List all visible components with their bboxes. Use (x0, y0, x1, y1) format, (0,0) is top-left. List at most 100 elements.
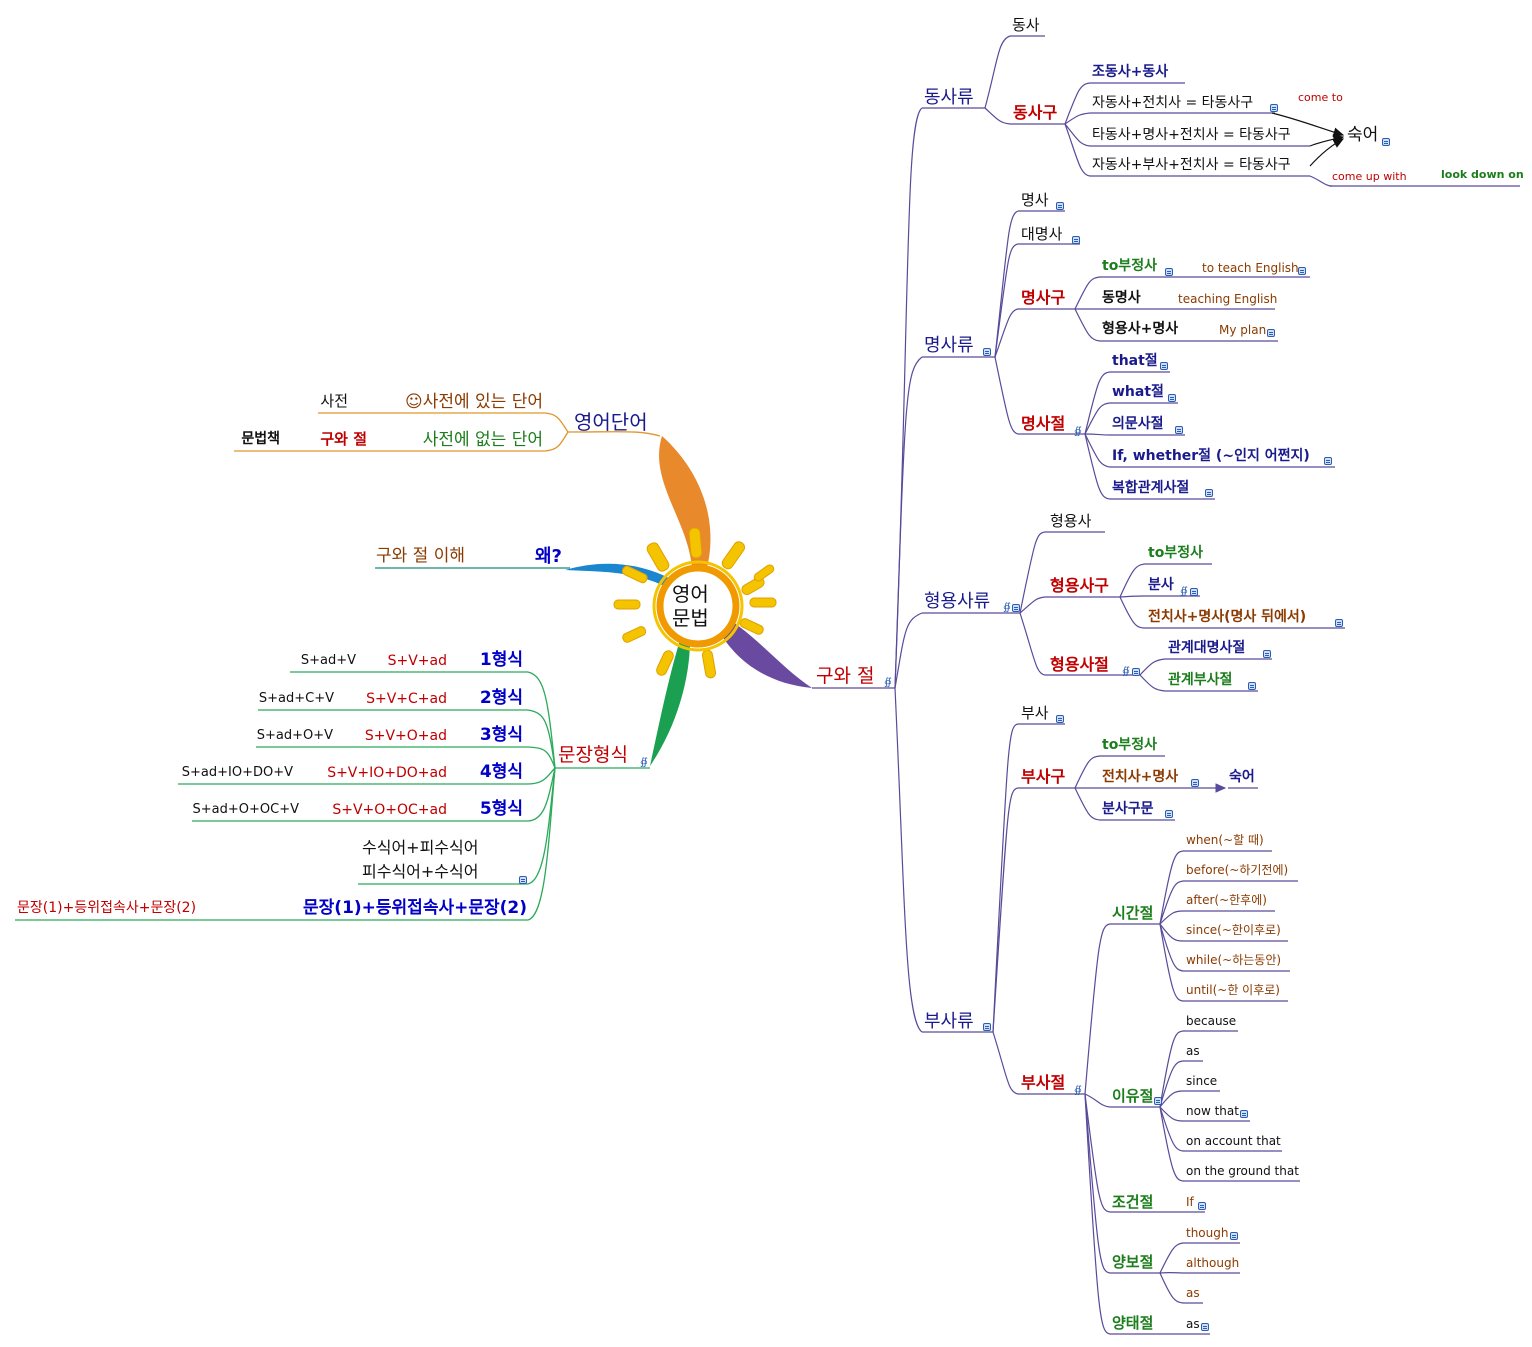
verb-phrase-item-1[interactable]: 조동사+동사 (1092, 64, 1169, 80)
reason-clause-node[interactable]: 이유절 (1112, 1087, 1154, 1105)
adj-clause-item2-note-icon[interactable] (1248, 682, 1256, 690)
adj-clause-note-icon[interactable] (1132, 668, 1140, 676)
adv-phrase-item-2[interactable]: 전치사+명사 (1102, 769, 1179, 785)
modifier-note-icon[interactable] (519, 876, 527, 884)
adv-phrase-item3-note-icon[interactable] (1165, 810, 1173, 818)
verb-phrase-item-2[interactable]: 자동사+전치사 = 타동사구 (1092, 95, 1254, 111)
time-item-3[interactable]: after(~한후에) (1186, 893, 1267, 907)
noun-phrase-item-1[interactable]: to부정사 (1102, 258, 1157, 274)
in-dict-node[interactable]: ☺사전에 있는 단어 (404, 392, 543, 412)
why-node[interactable]: 왜? (534, 546, 562, 567)
noun-clause-node[interactable]: 명사절 (1021, 414, 1066, 433)
adj-clause-item-1[interactable]: 관계대명사절 (1168, 640, 1246, 656)
adj-phrase-item-3[interactable]: 전치사+명사(명사 뒤에서) (1148, 609, 1307, 625)
concession-item1-note-icon[interactable] (1230, 1232, 1238, 1240)
forms-link-icon[interactable]: ∯ (640, 757, 648, 768)
manner-item1-note-icon[interactable] (1201, 1323, 1209, 1331)
time-item-1[interactable]: when(~할 때) (1186, 833, 1264, 847)
adv-clause-node[interactable]: 부사절 (1021, 1073, 1066, 1092)
reason-item-4[interactable]: now that (1186, 1104, 1239, 1118)
noun-clause-item4-note-icon[interactable] (1324, 457, 1332, 465)
verb-idiom-note-icon[interactable] (1382, 138, 1390, 146)
verb-leaf[interactable]: 동사 (1012, 16, 1040, 34)
form-4-alt[interactable]: S+ad+IO+DO+V (181, 765, 293, 780)
come-up-with-label[interactable]: come up with (1332, 170, 1407, 183)
time-item-2[interactable]: before(~하기전에) (1186, 863, 1289, 877)
verb-phrase-item-4[interactable]: 자동사+부사+전치사 = 타동사구 (1092, 157, 1291, 173)
noun-class-node[interactable]: 명사류 (924, 335, 974, 356)
phrase-clause-root[interactable]: 구와 절 (816, 665, 875, 687)
time-clause-node[interactable]: 시간절 (1112, 904, 1154, 922)
noun-phrase-example-3[interactable]: My plan (1219, 323, 1267, 337)
adv-class-note-icon[interactable] (983, 1023, 991, 1031)
form-4-label[interactable]: 4형식 (479, 762, 523, 782)
form-3-label[interactable]: 3형식 (479, 725, 523, 745)
adv-idiom-node[interactable]: 숙어 (1229, 769, 1255, 785)
pronoun-leaf[interactable]: 대명사 (1021, 225, 1063, 243)
verb-idiom-node[interactable]: 숙어 (1347, 125, 1379, 145)
adj-clause-item1-note-icon[interactable] (1263, 650, 1271, 658)
noun-phrase-node[interactable]: 명사구 (1021, 288, 1066, 307)
noun-clause-item-5[interactable]: 복합관계사절 (1112, 480, 1190, 496)
noun-phrase-example-1[interactable]: to teach English (1202, 261, 1299, 275)
reason-item-2[interactable]: as (1186, 1044, 1200, 1058)
modifier-line2[interactable]: 피수식어+수식어 (362, 862, 479, 881)
adj-phrase-item2-link-icon[interactable]: ∯ (1180, 586, 1188, 597)
verb-class-node[interactable]: 동사류 (924, 87, 974, 108)
adv-phrase-item-1[interactable]: to부정사 (1102, 737, 1157, 753)
form-1-label[interactable]: 1형식 (479, 650, 523, 670)
grammar-book-leaf[interactable]: 문법책 (241, 431, 280, 447)
noun-leaf[interactable]: 명사 (1021, 191, 1049, 209)
adj-class-link-icon[interactable]: ∯ (1003, 602, 1011, 613)
verb-phrase-node[interactable]: 동사구 (1013, 103, 1058, 122)
time-item-5[interactable]: while(~하는동안) (1186, 953, 1282, 967)
concession-item-3[interactable]: as (1186, 1286, 1200, 1300)
noun-phrase-item-2[interactable]: 동명사 (1102, 290, 1141, 306)
manner-item-1[interactable]: as (1186, 1317, 1200, 1331)
adj-leaf[interactable]: 형용사 (1050, 512, 1092, 530)
compound-leaf[interactable]: 문장(1)+등위접속사+문장(2) (17, 900, 197, 916)
noun-clause-item-3[interactable]: 의문사절 (1112, 416, 1164, 432)
time-item-4[interactable]: since(~한이후로) (1186, 923, 1281, 937)
pronoun-note-icon[interactable] (1072, 236, 1080, 244)
reason-clause-note-icon[interactable] (1154, 1097, 1162, 1105)
reason-item-3[interactable]: since (1186, 1074, 1218, 1088)
adv-leaf[interactable]: 부사 (1021, 704, 1049, 722)
reason-item-6[interactable]: on the ground that (1186, 1164, 1299, 1178)
modifier-line1[interactable]: 수식어+피수식어 (362, 838, 479, 857)
cond-item-1[interactable]: If (1186, 1195, 1194, 1209)
form-5-pattern[interactable]: S+V+O+OC+ad (332, 802, 447, 818)
noun-phrase-item-3[interactable]: 형용사+명사 (1102, 321, 1179, 337)
forms-branch-title[interactable]: 문장형식 (558, 744, 628, 766)
noun-clause-item3-note-icon[interactable] (1175, 426, 1183, 434)
adj-clause-node[interactable]: 형용사절 (1050, 655, 1109, 674)
form-4-pattern[interactable]: S+V+IO+DO+ad (327, 765, 447, 781)
noun-clause-item-1[interactable]: that절 (1112, 353, 1158, 369)
noun-clause-item1-note-icon[interactable] (1160, 362, 1168, 370)
noun-phrase-item1-note-icon[interactable] (1165, 268, 1173, 276)
noun-clause-item2-note-icon[interactable] (1168, 394, 1176, 402)
adv-phrase-item-3[interactable]: 분사구문 (1102, 801, 1154, 817)
reason-item-1[interactable]: because (1186, 1014, 1237, 1028)
noun-example1-note-icon[interactable] (1298, 267, 1306, 275)
cond-item1-note-icon[interactable] (1198, 1202, 1206, 1210)
manner-clause-node[interactable]: 양태절 (1112, 1314, 1154, 1332)
verb-item2-note-icon[interactable] (1270, 104, 1278, 112)
form-5-alt[interactable]: S+ad+O+OC+V (192, 802, 299, 817)
form-3-alt[interactable]: S+ad+O+V (256, 728, 333, 743)
root-link-icon[interactable]: ∯ (884, 677, 892, 688)
adj-clause-link-icon[interactable]: ∯ (1122, 666, 1130, 677)
form-3-pattern[interactable]: S+V+O+ad (364, 728, 447, 744)
adj-phrase-item3-note-icon[interactable] (1335, 619, 1343, 627)
adv-phrase-node[interactable]: 부사구 (1021, 767, 1066, 786)
adj-class-node[interactable]: 형용사류 (924, 591, 991, 612)
form-1-pattern[interactable]: S+V+ad (387, 653, 447, 669)
adj-class-note-icon[interactable] (1012, 604, 1020, 612)
form-2-alt[interactable]: S+ad+C+V (258, 691, 334, 706)
noun-class-note-icon[interactable] (983, 348, 991, 356)
concession-item-1[interactable]: though (1186, 1226, 1229, 1240)
adv-class-node[interactable]: 부사류 (924, 1011, 974, 1032)
concession-clause-node[interactable]: 양보절 (1112, 1253, 1154, 1271)
compound-node[interactable]: 문장(1)+등위접속사+문장(2) (303, 898, 527, 918)
cond-clause-node[interactable]: 조건절 (1112, 1193, 1154, 1211)
